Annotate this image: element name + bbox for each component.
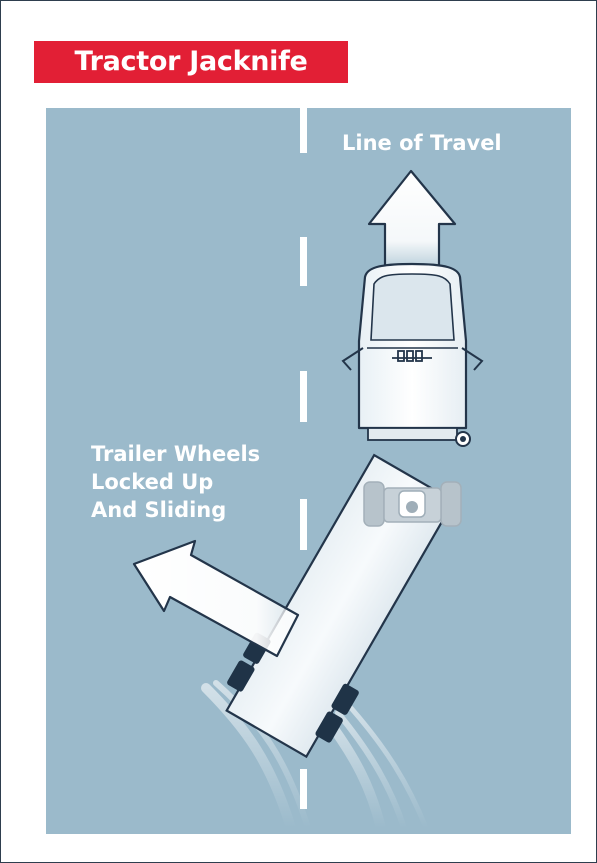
cab-lights-icon bbox=[392, 350, 432, 362]
trailer-wheels-label: Trailer Wheels Locked Up And Sliding bbox=[91, 440, 260, 524]
road-surface: Line of Travel Trailer Wheels Locked Up … bbox=[46, 108, 571, 834]
line-of-travel-arrow bbox=[367, 169, 457, 273]
tractor-rear-wheels-icon bbox=[363, 481, 462, 527]
line-of-travel-label: Line of Travel bbox=[342, 131, 502, 155]
trailer-wheels-label-line3: And Sliding bbox=[91, 498, 227, 522]
trailer-wheels-label-line2: Locked Up bbox=[91, 470, 214, 494]
trailer-slide-arrow bbox=[132, 539, 300, 658]
trailer-wheels-label-line1: Trailer Wheels bbox=[91, 442, 261, 466]
diagram-title: Tractor Jacknife bbox=[34, 41, 348, 83]
trailer bbox=[225, 453, 456, 759]
tractor-cab bbox=[341, 262, 484, 447]
jacknife-illustration bbox=[132, 108, 484, 833]
